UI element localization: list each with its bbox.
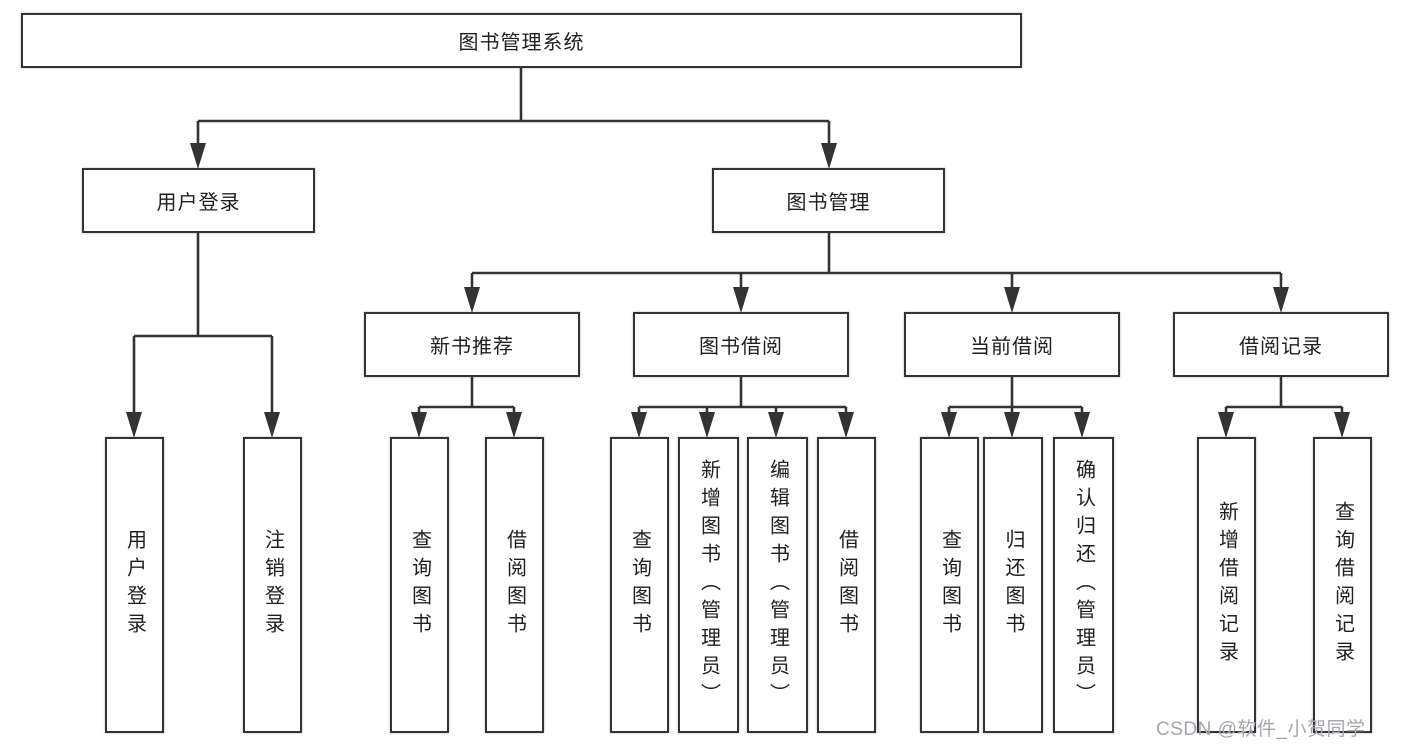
leaf-borrow-borrow-books-label: 借阅图书 [835, 529, 858, 641]
node-book-management-label: 图书管理 [786, 192, 871, 214]
leaf-borrow-add-books-admin: 新增图书（管理员） [678, 437, 739, 733]
leaf-current-return-books-label: 归还图书 [1002, 529, 1024, 641]
leaf-borrow-edit-books-admin: 编辑图书（管理员） [747, 437, 808, 733]
node-new-book-recommend: 新书推荐 [364, 312, 580, 377]
node-root: 图书管理系统 [21, 13, 1022, 68]
leaf-borrow-edit-books-admin-label: 编辑图书（管理员） [766, 459, 789, 711]
edge-borrowrecords-to-leaves [1224, 377, 1344, 412]
leaf-newbook-borrow-books: 借阅图书 [485, 437, 544, 733]
leaf-borrow-add-books-admin-label: 新增图书（管理员） [697, 459, 720, 711]
node-new-book-recommend-label: 新书推荐 [430, 336, 514, 358]
leaf-records-add-record-label: 新增借阅记录 [1215, 501, 1238, 669]
arrowhead-icon [264, 412, 280, 438]
arrowhead-icon [631, 412, 647, 438]
edge-bookborrow-to-leaves [637, 377, 848, 412]
arrowhead-icon [506, 412, 522, 438]
node-borrow-records-label: 借阅记录 [1239, 336, 1323, 358]
arrowhead-icon [1074, 412, 1090, 438]
leaf-borrow-query-books: 查询图书 [610, 437, 669, 733]
leaf-records-add-record: 新增借阅记录 [1197, 437, 1256, 733]
tree-edges [132, 68, 1344, 412]
arrowheads [126, 143, 1350, 438]
leaf-user-login-label: 用户登录 [123, 529, 146, 641]
edge-bookmgmt-to-level3 [470, 233, 1283, 287]
arrowhead-icon [190, 143, 206, 169]
node-current-borrow-label: 当前借阅 [970, 336, 1054, 358]
edge-userlogin-to-leaves [132, 233, 274, 412]
node-user-login-label: 用户登录 [156, 192, 241, 214]
arrowhead-icon [126, 412, 142, 438]
leaf-borrow-borrow-books: 借阅图书 [817, 437, 876, 733]
node-current-borrow: 当前借阅 [904, 312, 1120, 377]
leaf-current-return-books: 归还图书 [983, 437, 1043, 733]
edge-root-to-level2 [196, 68, 831, 143]
arrowhead-icon [1218, 412, 1234, 438]
node-borrow-records: 借阅记录 [1173, 312, 1389, 377]
leaf-current-confirm-return-admin-label: 确认归还（管理员） [1072, 459, 1095, 711]
arrowhead-icon [411, 412, 427, 438]
leaf-newbook-query-books: 查询图书 [390, 437, 449, 733]
leaf-newbook-borrow-books-label: 借阅图书 [503, 529, 526, 641]
arrowhead-icon [699, 412, 715, 438]
edge-newbook-to-leaves [417, 377, 516, 412]
leaf-logout-label: 注销登录 [261, 529, 284, 641]
watermark: CSDN @软件_小贺同学 [1156, 719, 1366, 740]
edge-currentborrow-to-leaves [947, 377, 1084, 412]
arrowhead-icon [941, 412, 957, 438]
arrowhead-icon [838, 412, 854, 438]
leaf-current-query-books-label: 查询图书 [938, 529, 961, 641]
leaf-records-query-record-label: 查询借阅记录 [1331, 501, 1354, 669]
arrowhead-icon [1334, 412, 1350, 438]
arrowhead-icon [464, 287, 480, 313]
node-book-management: 图书管理 [712, 168, 945, 233]
arrowhead-icon [733, 287, 749, 313]
node-book-borrow: 图书借阅 [633, 312, 849, 377]
arrowhead-icon [1004, 287, 1020, 313]
node-user-login: 用户登录 [82, 168, 315, 233]
node-book-borrow-label: 图书借阅 [699, 336, 783, 358]
arrowhead-icon [1004, 412, 1020, 438]
leaf-borrow-query-books-label: 查询图书 [628, 529, 651, 641]
leaf-logout: 注销登录 [243, 437, 302, 733]
leaf-newbook-query-books-label: 查询图书 [408, 529, 431, 641]
arrowhead-icon [821, 143, 837, 169]
leaf-current-query-books: 查询图书 [920, 437, 979, 733]
arrowhead-icon [768, 412, 784, 438]
arrowhead-icon [1273, 287, 1289, 313]
leaf-user-login: 用户登录 [105, 437, 164, 733]
leaf-records-query-record: 查询借阅记录 [1313, 437, 1372, 733]
node-root-label: 图书管理系统 [458, 32, 585, 54]
leaf-current-confirm-return-admin: 确认归还（管理员） [1053, 437, 1114, 733]
